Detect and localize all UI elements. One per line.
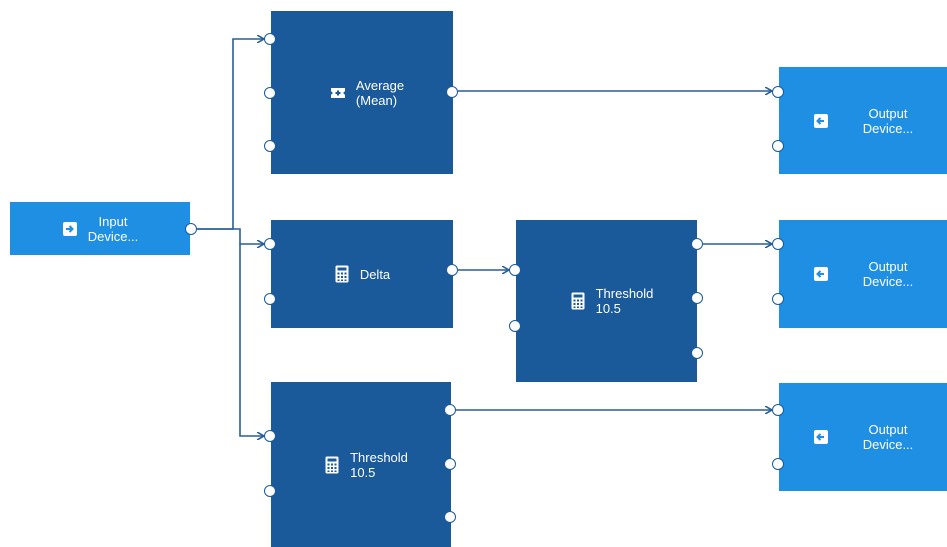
threshold-middle-input-port-1[interactable]: [509, 264, 521, 276]
average-input-port-3[interactable]: [264, 140, 276, 152]
sign-out-icon: [813, 429, 829, 445]
wire-input-to-delta: [197, 228, 264, 244]
delta-label: Delta: [360, 267, 390, 282]
threshold-middle-node[interactable]: Threshold 10.5: [516, 220, 697, 382]
node-label-line1: Delta: [359, 266, 391, 282]
threshold-middle-output-port-3[interactable]: [691, 347, 703, 359]
calculator-icon: [324, 456, 340, 473]
node-label-line1: Threshold: [595, 286, 654, 301]
delta-output-port[interactable]: [446, 264, 458, 276]
input-device-label: Input Device...: [88, 214, 139, 244]
delta-input-port-2[interactable]: [264, 293, 276, 305]
calculator-icon: [334, 265, 350, 283]
output-device-2-input-port-1[interactable]: [772, 238, 784, 250]
node-label-line2: Device...: [862, 120, 914, 136]
threshold-bottom-output-port-1[interactable]: [444, 404, 456, 416]
average-input-port-2[interactable]: [264, 87, 276, 99]
output-device-3-input-port-2[interactable]: [772, 458, 784, 470]
input-device-output-port[interactable]: [185, 223, 197, 235]
sign-out-icon: [813, 266, 829, 282]
threshold-bottom-output-port-3[interactable]: [444, 511, 456, 523]
threshold-bottom-label: Threshold 10.5: [350, 450, 408, 480]
node-label-line1: Output: [868, 422, 908, 437]
node-label-line1: Input: [98, 213, 128, 229]
threshold-bottom-input-port-2[interactable]: [264, 485, 276, 497]
node-label-line2: 10.5: [595, 301, 621, 316]
node-label-line2: Device...: [862, 274, 914, 289]
node-label-line2: Device...: [87, 228, 139, 244]
wire-input-to-average: [197, 39, 264, 230]
threshold-middle-input-port-2[interactable]: [509, 320, 521, 332]
threshold-middle-output-port-1[interactable]: [691, 238, 703, 250]
output-device-node-3[interactable]: Output Device...: [779, 383, 947, 491]
output-device-label: Output Device...: [863, 106, 914, 136]
node-label-line2: (Mean): [355, 92, 398, 108]
output-device-1-input-port-1[interactable]: [772, 86, 784, 98]
calculator-icon: [570, 292, 586, 310]
average-label: Average (Mean): [356, 78, 404, 108]
node-label-line1: Threshold: [350, 449, 408, 465]
sign-out-icon: [813, 113, 829, 129]
average-node[interactable]: Average (Mean): [271, 11, 453, 174]
threshold-bottom-node[interactable]: Threshold 10.5: [271, 382, 451, 547]
node-label-line2: 10.5: [350, 464, 376, 480]
delta-input-port-1[interactable]: [264, 238, 276, 250]
node-label-line1: Output: [868, 105, 908, 121]
plus-box-icon: [330, 85, 346, 101]
threshold-bottom-output-port-2[interactable]: [444, 458, 456, 470]
node-label-line1: Output: [868, 259, 908, 274]
sign-in-icon: [62, 221, 78, 237]
input-device-node[interactable]: Input Device...: [10, 202, 190, 255]
average-output-port[interactable]: [446, 86, 458, 98]
delta-node[interactable]: Delta: [271, 220, 453, 328]
output-device-label: Output Device...: [863, 259, 914, 289]
node-label-line1: Average: [355, 77, 405, 93]
threshold-middle-output-port-2[interactable]: [691, 292, 703, 304]
output-device-node-1[interactable]: Output Device...: [779, 67, 947, 174]
output-device-node-2[interactable]: Output Device...: [779, 220, 947, 328]
threshold-bottom-input-port-1[interactable]: [264, 430, 276, 442]
output-device-label: Output Device...: [863, 422, 914, 452]
threshold-middle-label: Threshold 10.5: [596, 286, 654, 316]
output-device-1-input-port-2[interactable]: [772, 140, 784, 152]
output-device-2-input-port-2[interactable]: [772, 293, 784, 305]
output-device-3-input-port-1[interactable]: [772, 404, 784, 416]
wire-input-to-threshold-bottom: [239, 244, 264, 436]
average-input-port-1[interactable]: [264, 33, 276, 45]
node-label-line2: Device...: [862, 437, 914, 452]
